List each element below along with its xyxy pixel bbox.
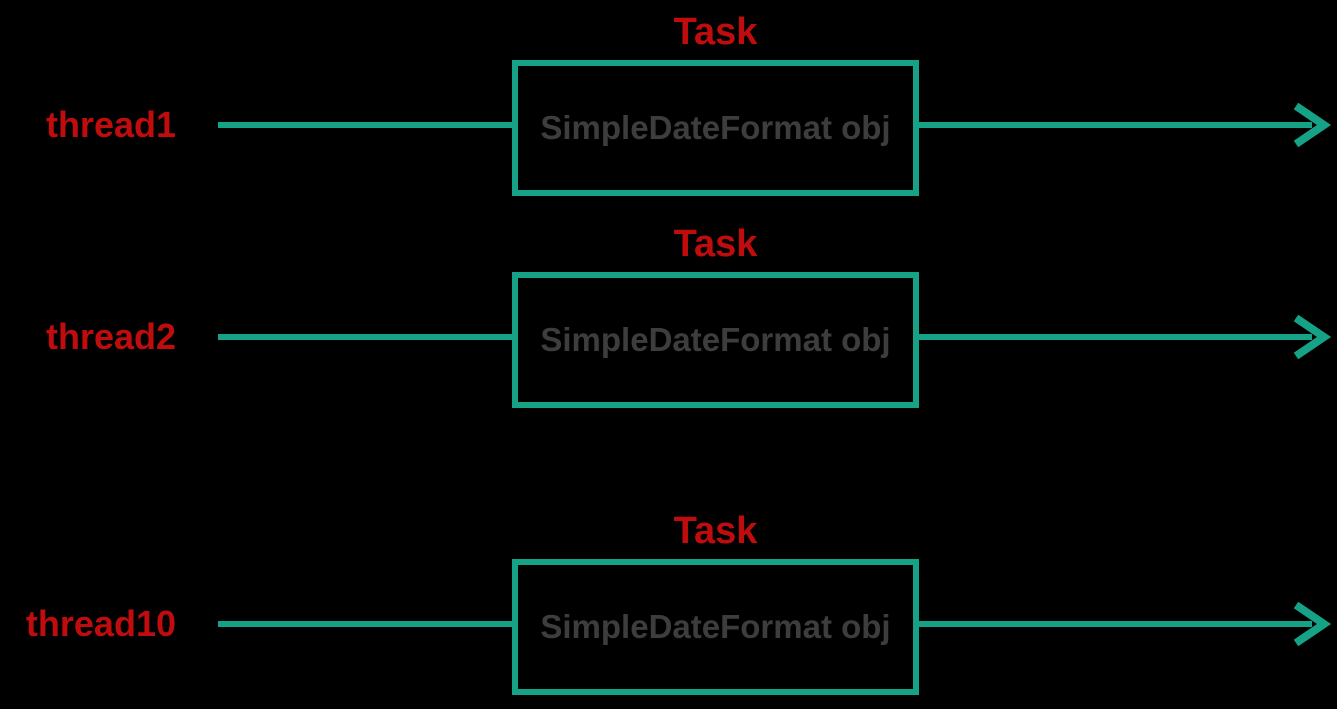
simpledateformat-label: SimpleDateFormat obj bbox=[540, 109, 891, 146]
arrow-right-icon bbox=[218, 314, 1332, 360]
arrowhead-icon bbox=[1293, 314, 1332, 360]
thread-label: thread2 bbox=[45, 316, 176, 357]
simpledateformat-box: SimpleDateFormat obj bbox=[512, 272, 919, 408]
simpledateformat-box: SimpleDateFormat obj bbox=[512, 60, 919, 196]
task-label: Task bbox=[673, 223, 758, 265]
simpledateformat-label: SimpleDateFormat obj bbox=[540, 608, 891, 645]
task-label: Task bbox=[673, 510, 758, 552]
thread-label: thread1 bbox=[45, 104, 176, 145]
thread-row-3: Task thread10 SimpleDateFormat obj bbox=[0, 499, 1337, 709]
task-label: Task bbox=[673, 11, 758, 53]
thread-row-2: Task thread2 SimpleDateFormat obj bbox=[0, 212, 1337, 424]
arrow-right-icon bbox=[218, 601, 1332, 647]
thread-row-1: Task thread1 SimpleDateFormat obj bbox=[0, 0, 1337, 212]
arrowhead-icon bbox=[1293, 601, 1332, 647]
thread-label: thread10 bbox=[25, 603, 176, 644]
arrow-right-icon bbox=[218, 102, 1332, 148]
arrowhead-icon bbox=[1293, 102, 1332, 148]
simpledateformat-box: SimpleDateFormat obj bbox=[512, 559, 919, 695]
simpledateformat-label: SimpleDateFormat obj bbox=[540, 321, 891, 358]
